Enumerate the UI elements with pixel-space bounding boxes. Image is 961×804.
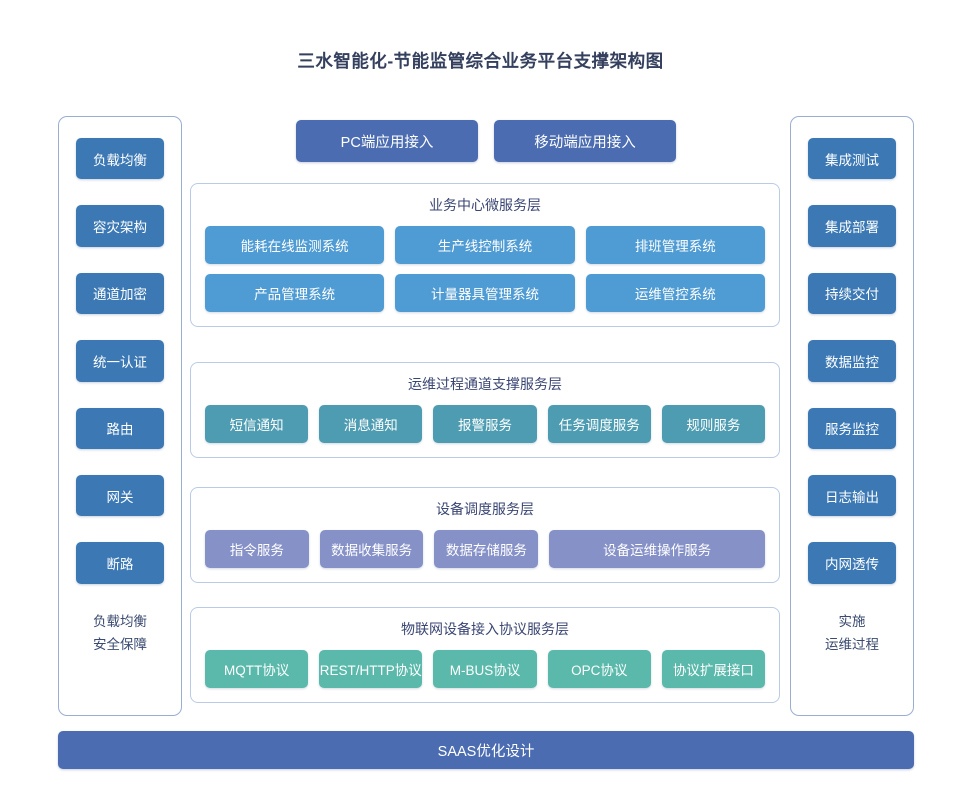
protocol-layer-title: 物联网设备接入协议服务层 xyxy=(401,621,569,637)
ops-channel-support-layer: 运维过程通道支撑服务层 短信通知 消息通知 报警服务 任务调度服务 规则服务 xyxy=(190,362,780,458)
sidebar-item-gateway[interactable]: 网关 xyxy=(76,474,164,517)
sidebar-item-routing[interactable]: 路由 xyxy=(76,407,164,449)
node-sms-notification[interactable]: 短信通知 xyxy=(205,405,309,443)
node-energy-monitoring-system[interactable]: 能耗在线监测系统 xyxy=(205,226,385,264)
sidebar-item-load-balance[interactable]: 负载均衡 xyxy=(76,138,164,180)
access-button-row: PC端应用接入 移动端应用接入 xyxy=(196,120,776,162)
device-dispatch-service-layer: 设备调度服务层 指令服务 数据收集服务 数据存储服务 设备运维操作服务 xyxy=(190,487,780,583)
device-layer-title: 设备调度服务层 xyxy=(436,501,534,517)
node-mqtt-protocol[interactable]: MQTT协议 xyxy=(205,650,309,688)
right-sidebar-panel: 集成测试 集成部署 持续交付 数据监控 服务监控 日志输出 内网透传 实施 运维… xyxy=(790,116,914,716)
sidebar-item-disaster-recovery[interactable]: 容灾架构 xyxy=(76,205,164,247)
sidebar-item-intranet-tunnel[interactable]: 内网透传 xyxy=(808,542,896,584)
sidebar-item-service-monitoring[interactable]: 服务监控 xyxy=(808,407,896,449)
node-operation-control-system[interactable]: 运维管控系统 xyxy=(585,274,765,312)
sidebar-item-data-monitoring[interactable]: 数据监控 xyxy=(808,340,896,382)
mobile-access-button[interactable]: 移动端应用接入 xyxy=(494,120,676,162)
node-product-management-system[interactable]: 产品管理系统 xyxy=(205,274,385,312)
iot-protocol-service-layer: 物联网设备接入协议服务层 MQTT协议 REST/HTTP协议 M-BUS协议 … xyxy=(190,607,780,703)
saas-optimization-bar[interactable]: SAAS优化设计 xyxy=(58,731,914,769)
business-layer-title: 业务中心微服务层 xyxy=(429,197,541,213)
business-layer-row-2: 产品管理系统 计量器具管理系统 运维管控系统 xyxy=(205,274,765,312)
sidebar-item-integration-test[interactable]: 集成测试 xyxy=(808,138,896,180)
ops-layer-row-1: 短信通知 消息通知 报警服务 任务调度服务 规则服务 xyxy=(205,405,766,443)
business-layer-row-1: 能耗在线监测系统 生产线控制系统 排班管理系统 xyxy=(205,226,765,264)
node-device-ops-operation-service[interactable]: 设备运维操作服务 xyxy=(549,530,765,568)
left-sidebar-footer-line1: 负载均衡 xyxy=(93,613,147,629)
node-production-line-control-system[interactable]: 生产线控制系统 xyxy=(395,226,575,264)
business-service-layer: 业务中心微服务层 能耗在线监测系统 生产线控制系统 排班管理系统 产品管理系统 … xyxy=(190,183,780,327)
sidebar-item-continuous-delivery[interactable]: 持续交付 xyxy=(808,272,896,315)
page-title: 三水智能化-节能监管综合业务平台支撑架构图 xyxy=(297,51,664,71)
node-opc-protocol[interactable]: OPC协议 xyxy=(547,650,651,688)
node-rest-http-protocol[interactable]: REST/HTTP协议 xyxy=(319,650,423,688)
node-rule-service[interactable]: 规则服务 xyxy=(661,405,766,443)
protocol-layer-row-1: MQTT协议 REST/HTTP协议 M-BUS协议 OPC协议 协议扩展接口 xyxy=(205,650,766,688)
node-protocol-extension-interface[interactable]: 协议扩展接口 xyxy=(661,650,766,688)
right-sidebar-footer: 实施 运维过程 xyxy=(825,610,879,657)
node-mbus-protocol[interactable]: M-BUS协议 xyxy=(433,650,537,688)
left-sidebar-panel: 负载均衡 容灾架构 通道加密 统一认证 路由 网关 断路 负载均衡 安全保障 xyxy=(58,116,182,716)
node-message-notification[interactable]: 消息通知 xyxy=(319,405,423,443)
node-task-scheduling-service[interactable]: 任务调度服务 xyxy=(547,405,651,443)
right-sidebar-footer-line2: 运维过程 xyxy=(825,637,879,653)
node-alarm-service[interactable]: 报警服务 xyxy=(433,405,537,443)
ops-layer-title: 运维过程通道支撑服务层 xyxy=(408,376,562,392)
left-sidebar-footer-line2: 安全保障 xyxy=(93,637,147,653)
node-metering-device-management-system[interactable]: 计量器具管理系统 xyxy=(395,274,575,312)
sidebar-item-log-output[interactable]: 日志输出 xyxy=(808,474,896,517)
node-shift-management-system[interactable]: 排班管理系统 xyxy=(585,226,765,264)
pc-access-button[interactable]: PC端应用接入 xyxy=(296,120,478,162)
node-command-service[interactable]: 指令服务 xyxy=(205,530,309,568)
sidebar-item-integration-deploy[interactable]: 集成部署 xyxy=(808,205,896,247)
node-data-storage-service[interactable]: 数据存储服务 xyxy=(434,530,539,568)
sidebar-item-channel-encryption[interactable]: 通道加密 xyxy=(76,272,164,315)
device-layer-row-1: 指令服务 数据收集服务 数据存储服务 设备运维操作服务 xyxy=(205,530,765,568)
left-sidebar-footer: 负载均衡 安全保障 xyxy=(93,610,147,657)
node-data-collection-service[interactable]: 数据收集服务 xyxy=(319,530,424,568)
sidebar-item-unified-auth[interactable]: 统一认证 xyxy=(76,340,164,382)
sidebar-item-circuit-breaker[interactable]: 断路 xyxy=(76,542,164,584)
right-sidebar-footer-line1: 实施 xyxy=(838,613,866,629)
